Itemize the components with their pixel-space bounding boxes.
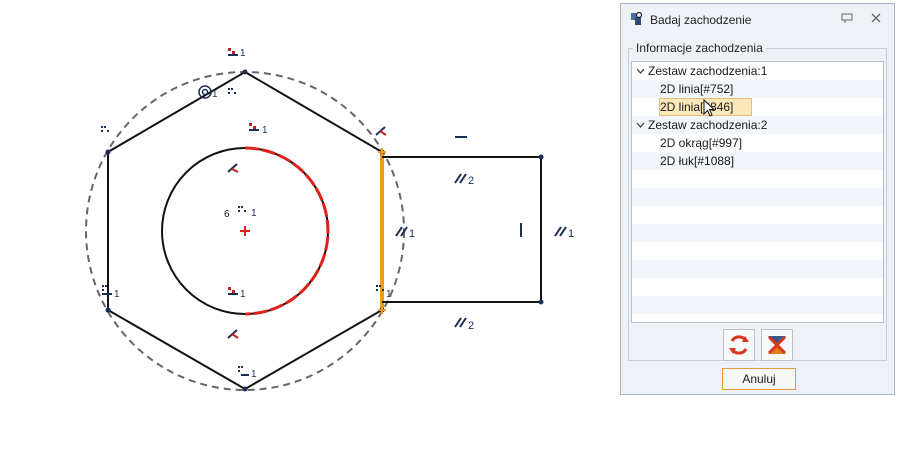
refresh-icon (729, 335, 749, 355)
constraint-index-labels: 1 1 1 1 1 1 1 1 (114, 48, 392, 380)
chevron-down-icon[interactable] (636, 67, 645, 76)
center-mark (240, 226, 250, 236)
rectangle[interactable] (382, 156, 542, 303)
chevron-down-icon[interactable] (636, 121, 645, 130)
svg-text:1: 1 (251, 369, 257, 380)
circle-count-label: 6 (224, 209, 230, 220)
svg-text:1: 1 (251, 208, 257, 219)
pin-icon[interactable] (841, 12, 853, 24)
interference-tree[interactable]: Zestaw zachodzenia:1 2D linia[#752] 2D l… (631, 61, 884, 323)
dialog-titlebar[interactable]: Badaj zachodzenie (621, 4, 894, 34)
svg-text:2: 2 (468, 175, 474, 187)
symmetry-constraint-icons (101, 48, 384, 376)
svg-text:1: 1 (114, 289, 120, 300)
mouse-cursor-icon (703, 99, 716, 117)
tree-set-2[interactable]: Zestaw zachodzenia:2 (648, 118, 768, 132)
tree-set-1[interactable]: Zestaw zachodzenia:1 (648, 64, 768, 78)
resolve-overlap-button[interactable] (761, 329, 793, 361)
svg-text:1: 1 (386, 289, 392, 300)
tree-item-line-752[interactable]: 2D linia[#752] (660, 82, 734, 96)
svg-text:2: 2 (468, 320, 474, 332)
interference-dialog: Badaj zachodzenie Informacje zachodzenia… (620, 3, 895, 395)
sketch-canvas[interactable]: 1 1 1 1 1 1 1 1 6 2 2 1 1 (0, 0, 610, 450)
refresh-button[interactable] (723, 329, 755, 361)
vertex-points (105, 69, 544, 392)
concentric-constraint-icon (198, 85, 212, 99)
inspect-interference-icon (631, 11, 643, 25)
overlap-arc[interactable] (244, 146, 330, 316)
parallel-constraint-icons (395, 173, 567, 328)
tree-item-circle-997[interactable]: 2D okrąg[#997] (660, 136, 743, 150)
tangent-constraint-icons (227, 126, 387, 339)
cancel-button[interactable]: Anuluj (722, 368, 796, 390)
svg-text:1: 1 (409, 228, 415, 240)
svg-text:1: 1 (568, 228, 574, 240)
groupbox-label: Informacje zachodzenia (633, 41, 766, 55)
tree-item-arc-1088[interactable]: 2D łuk[#1088] (660, 154, 735, 168)
close-icon[interactable] (870, 12, 882, 24)
selected-endpoints (378, 148, 386, 314)
parallel-index-labels: 2 2 1 1 (409, 175, 574, 332)
resolve-overlap-icon (767, 335, 787, 355)
svg-text:1: 1 (240, 48, 246, 59)
svg-text:1: 1 (240, 289, 246, 300)
dialog-title: Badaj zachodzenie (650, 13, 752, 27)
svg-text:1: 1 (212, 89, 218, 100)
svg-text:1: 1 (262, 125, 268, 136)
